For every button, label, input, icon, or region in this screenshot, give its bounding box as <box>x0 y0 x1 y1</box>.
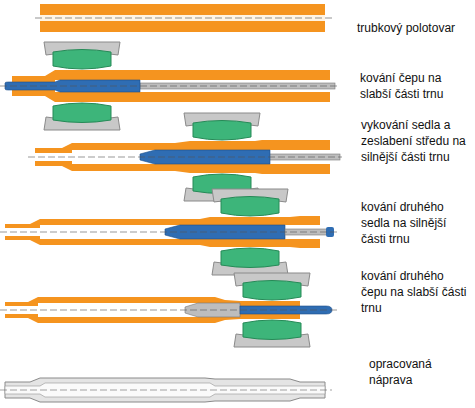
forging-stage-3-part <box>0 232 340 233</box>
forging-stage-4-part <box>234 320 310 347</box>
forging-stage-1-part <box>0 86 340 87</box>
stage-label: vykování sedla a zeslabení středu na sil… <box>361 117 472 165</box>
forging-stage-4-part <box>234 273 310 300</box>
tube-blank-part <box>35 18 332 19</box>
stage-label: trubkový polotovar <box>357 20 471 36</box>
forging-stage-3 <box>0 189 340 275</box>
forging-stage-4 <box>0 273 340 347</box>
forging-stage-1 <box>0 42 340 130</box>
forging-stage-3-part <box>212 248 288 275</box>
stage-label: kování čepu na slabší části trnu <box>360 70 472 102</box>
forging-stage-2 <box>28 113 342 201</box>
forging-stage-1-part <box>44 103 120 130</box>
finished-axle-part <box>0 390 332 391</box>
forging-stage-3-part <box>212 189 288 216</box>
stage-label: kování druhého sedla na silnější části t… <box>361 199 472 247</box>
forging-stage-2-part <box>184 113 260 140</box>
tube-blank-part <box>40 4 325 32</box>
tube-blank <box>35 4 332 32</box>
stage-label: opracovaná náprava <box>369 356 472 388</box>
forging-stage-1-part <box>44 42 120 69</box>
tube-blank-part <box>40 15 325 21</box>
forging-stage-4-part <box>0 310 340 311</box>
stage-label: kování druhého čepu na slabší části trnu <box>361 268 472 316</box>
finished-axle <box>0 378 332 402</box>
forging-stage-2-part <box>28 157 342 158</box>
